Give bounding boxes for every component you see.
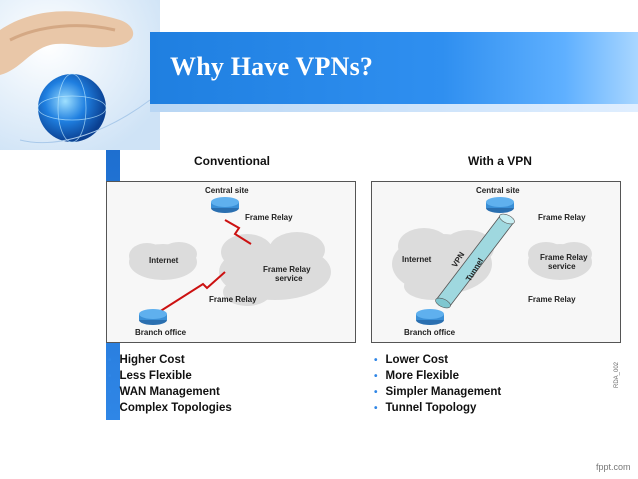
title-banner <box>150 32 638 106</box>
footer-credit: fppt.com <box>596 462 631 472</box>
title-banner-shadow <box>150 104 638 112</box>
central-router-icon <box>211 197 239 213</box>
vpn-bullets: •Lower Cost •More Flexible •Simpler Mana… <box>374 352 501 416</box>
figure-id: RDA_002 <box>614 361 620 388</box>
slide-title: Why Have VPNs? <box>170 52 374 81</box>
label-branch-office: Branch office <box>404 328 456 337</box>
bullet-icon: • <box>374 403 378 414</box>
label-frame-relay-service-1: Frame Relay <box>540 253 588 262</box>
list-item: •More Flexible <box>374 370 460 382</box>
label-frame-relay-service-1: Frame Relay <box>263 265 311 274</box>
list-item: •Higher Cost <box>108 354 185 366</box>
label-frame-relay-top: Frame Relay <box>245 213 293 222</box>
label-internet: Internet <box>149 256 179 265</box>
bullet-icon: • <box>108 403 112 414</box>
bullet-icon: • <box>374 355 378 366</box>
list-item: •Less Flexible <box>108 370 192 382</box>
conventional-bullets: •Higher Cost •Less Flexible •WAN Managem… <box>108 352 232 416</box>
label-central-site: Central site <box>476 186 520 195</box>
list-item: •Simpler Management <box>374 386 502 398</box>
bullet-icon: • <box>108 355 112 366</box>
wan-link-bottom <box>158 271 226 313</box>
bullet-icon: • <box>374 371 378 382</box>
label-frame-relay-top: Frame Relay <box>538 213 586 222</box>
conventional-heading: Conventional <box>194 154 271 168</box>
label-frame-relay-bottom: Frame Relay <box>209 295 257 304</box>
branch-router-icon <box>416 309 444 325</box>
branch-router-icon <box>139 309 167 325</box>
label-frame-relay-service-2: service <box>275 274 303 283</box>
globe-hand-decoration <box>0 0 160 150</box>
conventional-diagram: Central site Frame Relay Internet Frame … <box>106 181 356 343</box>
internet-cloud <box>129 242 197 280</box>
label-central-site: Central site <box>205 186 249 195</box>
label-internet: Internet <box>402 255 432 264</box>
bullet-icon: • <box>108 371 112 382</box>
bullet-icon: • <box>108 387 112 398</box>
bullet-icon: • <box>374 387 378 398</box>
list-item: •Tunnel Topology <box>374 402 477 414</box>
vpn-heading: With a VPN <box>468 154 532 168</box>
label-frame-relay-bottom: Frame Relay <box>528 295 576 304</box>
label-frame-relay-service-2: service <box>548 262 576 271</box>
wan-link-top <box>224 219 252 245</box>
list-item: •Complex Topologies <box>108 402 232 414</box>
frame-relay-cloud <box>219 232 331 306</box>
vpn-tunnel <box>435 213 515 309</box>
vpn-diagram: Central site Frame Relay Internet VPN Tu… <box>371 181 621 343</box>
label-branch-office: Branch office <box>135 328 187 337</box>
central-router-icon <box>486 197 514 213</box>
list-item: •Lower Cost <box>374 354 449 366</box>
frame-relay-cloud <box>528 242 592 280</box>
list-item: •WAN Management <box>108 386 220 398</box>
